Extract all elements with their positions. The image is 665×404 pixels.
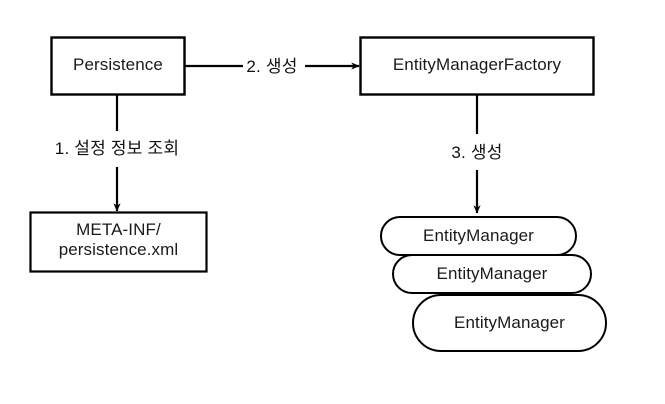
persistence-xml-node[interactable]: [30, 212, 207, 272]
entity-manager-3-shape: [412, 294, 607, 352]
entity-manager-node-2[interactable]: [392, 254, 592, 294]
entity-manager-node-1[interactable]: [380, 216, 577, 254]
entity-manager-node-3[interactable]: [412, 294, 607, 352]
entity-manager-factory-box-shape: [359, 36, 595, 96]
persistence-node[interactable]: [51, 37, 185, 95]
entity-manager-factory-node[interactable]: [360, 37, 594, 95]
persistence-xml-box-shape: [29, 211, 208, 273]
entity-manager-2-shape: [392, 254, 592, 294]
persistence-box-shape: [50, 36, 186, 96]
